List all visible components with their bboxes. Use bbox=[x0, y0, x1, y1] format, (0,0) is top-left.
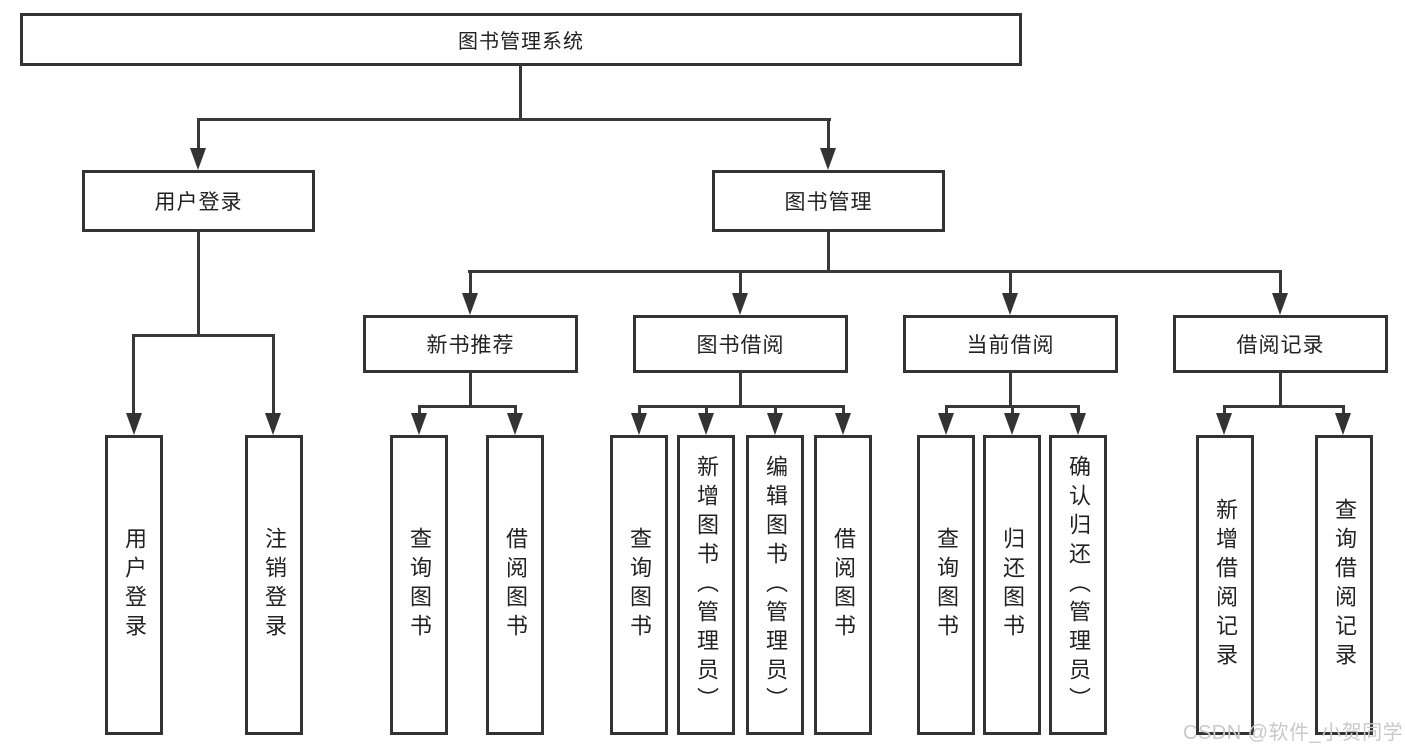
node-book-borrowing: 图书借阅 bbox=[633, 315, 848, 373]
leaf-query-borrow-record: 查询借阅记录 bbox=[1315, 435, 1373, 735]
connector-line bbox=[827, 231, 830, 272]
connector-line bbox=[638, 405, 641, 418]
connector-line bbox=[739, 270, 742, 296]
node-label: 当前借阅 bbox=[966, 334, 1055, 357]
node-new-book-recommend: 新书推荐 bbox=[363, 315, 578, 373]
connector-line bbox=[1223, 405, 1226, 418]
connector-line bbox=[469, 270, 472, 296]
arrow-down-icon bbox=[767, 413, 783, 435]
leaf-edit-books-admin: 编辑图书（管理员） bbox=[746, 435, 804, 735]
connector-line bbox=[418, 405, 421, 418]
node-current-borrowing: 当前借阅 bbox=[903, 315, 1118, 373]
arrow-down-icon bbox=[1335, 413, 1351, 435]
connector-line bbox=[197, 231, 200, 336]
connector-line bbox=[1009, 270, 1012, 296]
arrow-down-icon bbox=[631, 413, 647, 435]
node-label: 查询图书 bbox=[627, 527, 652, 643]
arrow-down-icon bbox=[698, 413, 714, 435]
connector-line bbox=[468, 270, 1282, 273]
node-label: 新增借阅记录 bbox=[1213, 498, 1238, 672]
leaf-query-books-current: 查询图书 bbox=[917, 435, 975, 735]
arrow-down-icon bbox=[732, 293, 748, 315]
node-label: 用户登录 bbox=[154, 191, 243, 214]
connector-line bbox=[469, 371, 472, 408]
connector-line bbox=[1279, 270, 1282, 296]
arrow-down-icon bbox=[1272, 293, 1288, 315]
connector-line bbox=[519, 64, 522, 121]
connector-line bbox=[945, 405, 948, 418]
node-borrowing-records: 借阅记录 bbox=[1173, 315, 1388, 373]
leaf-return-books: 归还图书 bbox=[983, 435, 1041, 735]
node-root-library-system: 图书管理系统 bbox=[20, 13, 1022, 66]
arrow-down-icon bbox=[938, 413, 954, 435]
csdn-watermark: CSDN @软件_小贺同学 bbox=[1183, 722, 1404, 744]
node-label: 借阅记录 bbox=[1236, 334, 1325, 357]
connector-line bbox=[1077, 405, 1080, 418]
arrow-down-icon bbox=[507, 413, 523, 435]
node-label: 查询借阅记录 bbox=[1332, 498, 1357, 672]
node-label: 借阅图书 bbox=[831, 527, 856, 643]
connector-line bbox=[1279, 371, 1282, 408]
leaf-borrow-books-recommend: 借阅图书 bbox=[486, 435, 544, 735]
leaf-borrow-books: 借阅图书 bbox=[814, 435, 872, 735]
arrow-down-icon bbox=[1070, 413, 1086, 435]
node-label: 确认归还（管理员） bbox=[1066, 454, 1091, 716]
arrow-down-icon bbox=[265, 413, 281, 435]
connector-line bbox=[418, 405, 517, 408]
arrow-down-icon bbox=[411, 413, 427, 435]
arrow-down-icon bbox=[126, 413, 142, 435]
connector-line bbox=[1223, 405, 1344, 408]
arrow-down-icon bbox=[1216, 413, 1232, 435]
node-label: 图书管理 bbox=[784, 191, 873, 214]
leaf-user-login: 用户登录 bbox=[105, 435, 163, 735]
node-label: 图书管理系统 bbox=[458, 31, 584, 53]
connector-line bbox=[132, 334, 135, 416]
arrow-down-icon bbox=[1002, 293, 1018, 315]
node-label: 借阅图书 bbox=[503, 527, 528, 643]
arrow-down-icon bbox=[462, 293, 478, 315]
node-label: 查询图书 bbox=[934, 527, 959, 643]
node-label: 编辑图书（管理员） bbox=[763, 454, 788, 716]
leaf-query-books-recommend: 查询图书 bbox=[390, 435, 448, 735]
node-user-login: 用户登录 bbox=[82, 170, 315, 232]
connector-line bbox=[774, 405, 777, 418]
node-label: 图书借阅 bbox=[696, 334, 785, 357]
connector-line bbox=[827, 118, 830, 151]
connector-line bbox=[1342, 405, 1345, 418]
connector-line bbox=[197, 118, 831, 121]
connector-line bbox=[842, 405, 845, 418]
node-book-management: 图书管理 bbox=[712, 170, 945, 232]
node-label: 新增图书（管理员） bbox=[694, 454, 719, 716]
arrow-down-icon bbox=[835, 413, 851, 435]
connector-line bbox=[638, 405, 844, 408]
node-label: 归还图书 bbox=[1000, 527, 1025, 643]
connector-line bbox=[197, 118, 200, 151]
leaf-query-books-borrowing: 查询图书 bbox=[610, 435, 668, 735]
connector-line bbox=[1011, 405, 1014, 418]
leaf-confirm-return-admin: 确认归还（管理员） bbox=[1049, 435, 1107, 735]
leaf-add-books-admin: 新增图书（管理员） bbox=[677, 435, 735, 735]
leaf-logout: 注销登录 bbox=[245, 435, 303, 735]
connector-line bbox=[132, 334, 275, 337]
connector-line bbox=[1009, 371, 1012, 408]
connector-line bbox=[705, 405, 708, 418]
arrow-down-icon bbox=[1004, 413, 1020, 435]
connector-line bbox=[272, 334, 275, 416]
node-label: 注销登录 bbox=[262, 527, 287, 643]
node-label: 用户登录 bbox=[122, 527, 147, 643]
node-label: 查询图书 bbox=[407, 527, 432, 643]
connector-line bbox=[514, 405, 517, 418]
arrow-down-icon bbox=[820, 148, 836, 170]
leaf-add-borrow-record: 新增借阅记录 bbox=[1196, 435, 1254, 735]
node-label: 新书推荐 bbox=[426, 334, 515, 357]
connector-line bbox=[739, 371, 742, 408]
arrow-down-icon bbox=[190, 148, 206, 170]
